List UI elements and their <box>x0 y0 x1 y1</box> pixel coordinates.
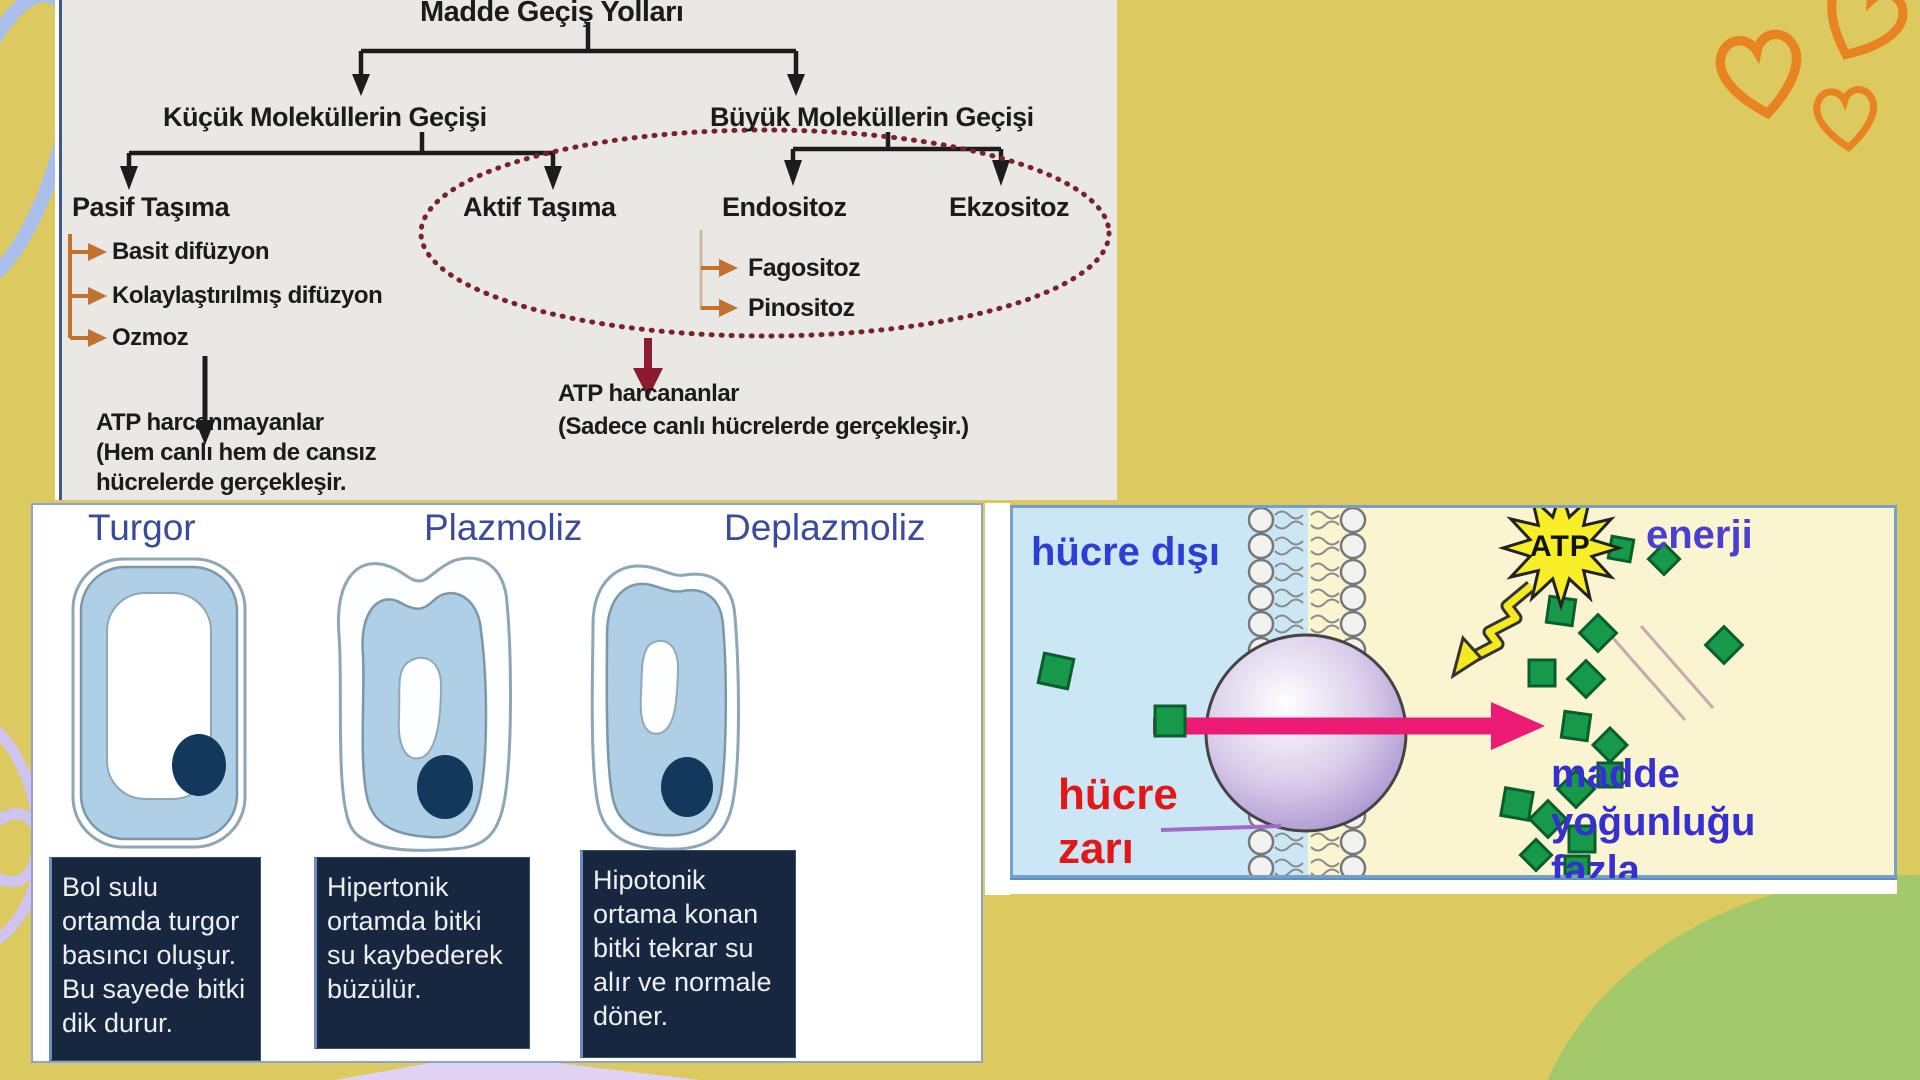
node-facilitated-diffusion: Kolaylaştırılmış difüzyon <box>112 282 383 309</box>
label-atp: ATP <box>1530 530 1591 563</box>
label-extracellular: hücre dışı <box>1031 530 1220 574</box>
label-turgor: Turgor <box>88 507 196 548</box>
deplazmoliz-cell-icon <box>590 564 740 851</box>
branch-small-molecules: Küçük Moleküllerin Geçişi <box>163 102 487 132</box>
plazmoliz-cell-icon <box>336 556 512 852</box>
label-plazmoliz: Plazmoliz <box>424 507 583 548</box>
turgor-cell-icon <box>71 557 247 849</box>
node-exocytosis: Ekzositoz <box>949 192 1070 222</box>
label-energy: enerji <box>1646 513 1753 557</box>
caption-deplazmoliz: Hipotonik ortama konan bitki tekrar su a… <box>580 850 796 1058</box>
membrane-pointer-line <box>1160 824 1282 832</box>
hearts-icon <box>1715 0 1908 152</box>
note-atp: ATP harcananlar (Sadece canlı hücrelerde… <box>558 380 969 440</box>
node-simple-diffusion: Basit difüzyon <box>112 238 270 265</box>
membrane-panel: hücre dışı ATP enerji hücre zarı madde y… <box>1010 505 1897 892</box>
note-no-atp: ATP harcanmayanlar (Hem canlı hem de can… <box>96 409 377 496</box>
green-circle-decoration <box>1525 875 1920 1080</box>
node-pinocytosis: Pinositoz <box>748 294 855 322</box>
node-osmosis: Ozmoz <box>112 324 189 351</box>
label-membrane-2: zarı <box>1058 824 1134 873</box>
plasmolysis-panel: Turgor Plazmoliz Deplazmoliz <box>31 503 983 1063</box>
transport-arrow-icon <box>1153 702 1545 750</box>
membrane-panel-bottom-strip <box>1010 878 1897 894</box>
branch-large-molecules: Büyük Moleküllerin Geçişi <box>710 102 1034 132</box>
carrier-protein-icon <box>1204 633 1408 833</box>
phospholipid-bilayer-icon <box>1247 508 1367 875</box>
caption-plazmoliz: Hipertonik ortamda bitki su kaybederek b… <box>314 857 530 1049</box>
caption-turgor: Bol sulu ortamda turgor basıncı oluşur. … <box>49 857 261 1061</box>
lightning-icon <box>1450 581 1536 680</box>
diagonal-lines <box>1611 625 1715 721</box>
panel-gap <box>985 503 1010 895</box>
label-deplazmoliz: Deplazmoliz <box>724 507 926 548</box>
label-density: madde yoğunluğu fazla <box>1551 752 1756 892</box>
flowchart-title: Madde Geçiş Yolları <box>420 0 684 28</box>
node-endocytosis: Endositoz <box>722 192 847 222</box>
node-phagocytosis: Fagositoz <box>748 254 861 282</box>
label-membrane-1: hücre <box>1058 770 1178 819</box>
node-active-transport: Aktif Taşıma <box>463 192 616 222</box>
node-passive-transport: Pasif Taşıma <box>72 192 230 222</box>
